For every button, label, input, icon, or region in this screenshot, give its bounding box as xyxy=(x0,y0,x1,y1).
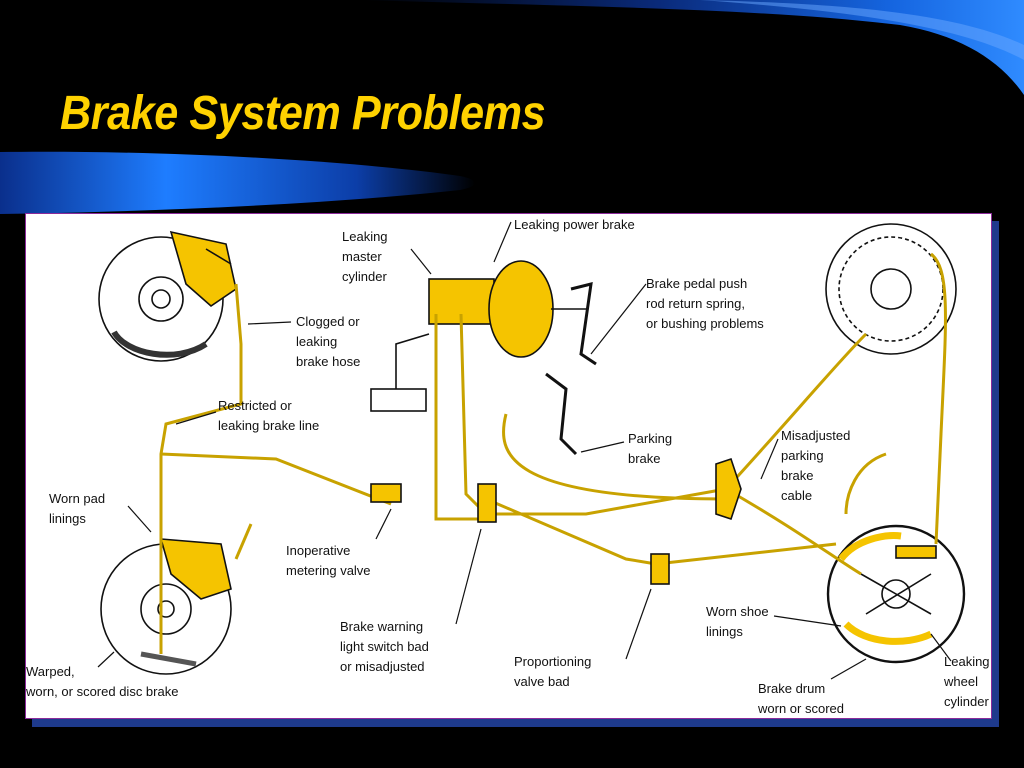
label-brake-drum-worn: Brake drum worn or scored xyxy=(757,681,844,716)
label-warped-disc-brake: Warped, worn, or scored disc brake xyxy=(26,664,178,699)
rear-bottom-drum-brake xyxy=(826,524,966,664)
label-inoperative-metering-valve: Inoperative metering valve xyxy=(286,543,371,578)
brake-lines xyxy=(159,252,947,654)
label-clogged-brake-hose: Clogged or leaking brake hose xyxy=(296,314,363,369)
slide-title: Brake System Problems xyxy=(60,87,546,140)
leader-lines xyxy=(97,221,952,680)
front-right-disc-brake xyxy=(100,538,232,675)
label-parking-brake: Parking brake xyxy=(628,431,676,466)
rear-top-drum-brake xyxy=(825,223,957,355)
label-misadjusted-parking-brake-cable: Misadjusted parking brake cable xyxy=(781,428,854,503)
label-brake-warning-switch: Brake warning light switch bad or misadj… xyxy=(340,619,433,674)
front-left-disc-brake xyxy=(98,230,237,362)
label-worn-pad-linings: Worn pad linings xyxy=(49,491,109,526)
label-worn-shoe-linings: Worn shoe linings xyxy=(706,604,772,639)
label-leaking-power-brake: Leaking power brake xyxy=(514,217,635,232)
valves xyxy=(370,457,742,585)
label-brake-pedal-push-rod: Brake pedal push rod return spring, or b… xyxy=(646,276,764,331)
label-restricted-brake-line: Restricted or leaking brake line xyxy=(218,398,319,433)
master-cylinder-and-booster xyxy=(370,260,597,456)
label-leaking-wheel-cylinder: Leaking wheel cylinder xyxy=(943,654,991,709)
label-proportioning-valve: Proportioning valve bad xyxy=(514,654,595,689)
label-leaking-master-cylinder: Leaking master cylinder xyxy=(342,229,391,284)
diagram-panel: Leaking power brake Leaking master cylin… xyxy=(25,213,992,719)
brake-system-diagram: Leaking power brake Leaking master cylin… xyxy=(26,217,991,716)
